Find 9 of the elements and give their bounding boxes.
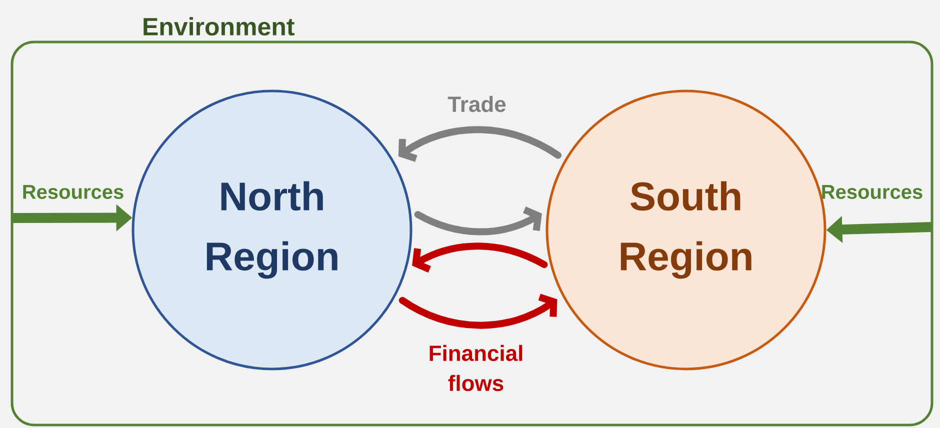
arrow xyxy=(412,242,548,273)
edge-label: Trade xyxy=(448,96,506,112)
arrow xyxy=(398,126,562,162)
arrow xyxy=(414,206,542,236)
edge-label: Resources xyxy=(23,185,124,199)
box-heading: Environment xyxy=(144,17,294,36)
environment-box xyxy=(10,17,934,426)
arrow xyxy=(398,294,558,329)
edge-label: Financial flows xyxy=(430,344,522,392)
